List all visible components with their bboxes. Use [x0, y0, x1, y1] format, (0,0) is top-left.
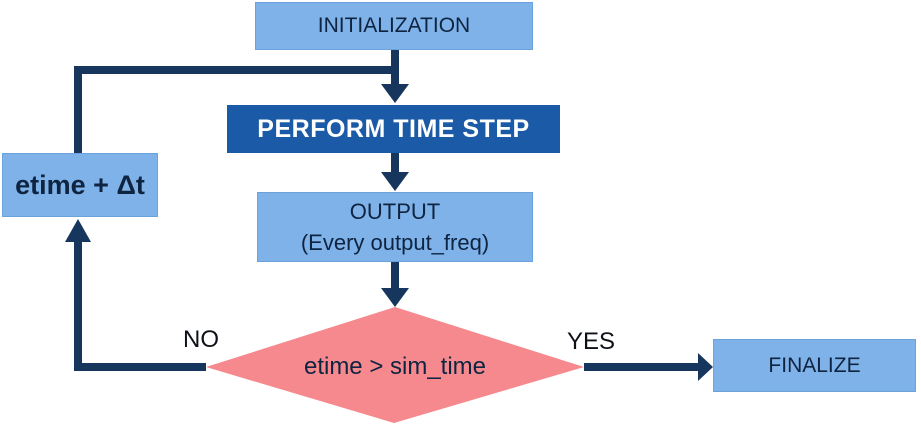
- initialization-box: INITIALIZATION: [255, 2, 533, 50]
- loop-return-connector: [74, 66, 399, 155]
- output-sublabel: (Every output_freq): [300, 230, 490, 255]
- yes-branch-label: YES: [567, 328, 616, 355]
- arrowhead-into-output-icon: [381, 172, 409, 191]
- decision-condition-label: etime > sim_time: [303, 353, 487, 380]
- arrowhead-into-increment-icon: [65, 219, 91, 242]
- output-box: OUTPUT (Every output_freq): [257, 192, 533, 262]
- initialization-label: INITIALIZATION: [317, 14, 471, 37]
- arrowhead-into-decision-icon: [381, 288, 409, 307]
- decision-diamond: [206, 307, 584, 423]
- increment-etime-label: etime + Δt: [15, 169, 145, 200]
- perform-time-step-label: PERFORM TIME STEP: [257, 114, 530, 143]
- finalize-label: FINALIZE: [768, 353, 861, 377]
- arrowhead-into-finalize-icon: [698, 353, 713, 381]
- perform-time-step-box: PERFORM TIME STEP: [227, 105, 560, 153]
- no-branch-label: NO: [183, 326, 219, 353]
- output-label: OUTPUT: [349, 199, 441, 224]
- arrowhead-into-perform-icon: [381, 84, 409, 103]
- increment-etime-box: etime + Δt: [2, 153, 158, 217]
- no-branch-connector: [74, 241, 206, 371]
- finalize-box: FINALIZE: [713, 339, 916, 392]
